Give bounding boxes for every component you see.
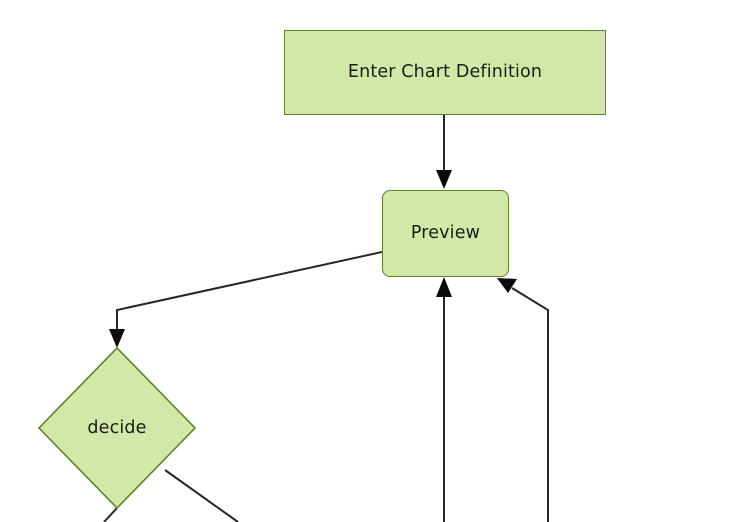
edge-decide-bottom-offscreen [103,507,118,522]
node-enter-chart-definition[interactable]: Enter Chart Definition [284,30,606,115]
node-preview[interactable]: Preview [382,190,509,277]
edge-preview-to-decide [109,251,383,348]
arrow-head-icon [436,170,452,189]
node-enter-chart-definition-label: Enter Chart Definition [347,62,543,82]
edge-decide-right-offscreen [164,469,239,522]
edge-enter-to-preview [436,115,452,189]
node-preview-label: Preview [410,223,481,243]
arrow-head-icon [436,277,452,297]
edge-line [116,251,383,331]
edge-line [511,287,549,522]
edge-offscreen-right-to-preview [497,278,549,522]
edge-line [164,469,239,522]
node-decide-shape[interactable] [37,346,197,510]
arrow-head-icon [109,329,125,348]
edge-line [103,507,118,522]
arrow-head-icon [497,278,517,293]
edge-offscreen-center-to-preview [436,277,452,522]
